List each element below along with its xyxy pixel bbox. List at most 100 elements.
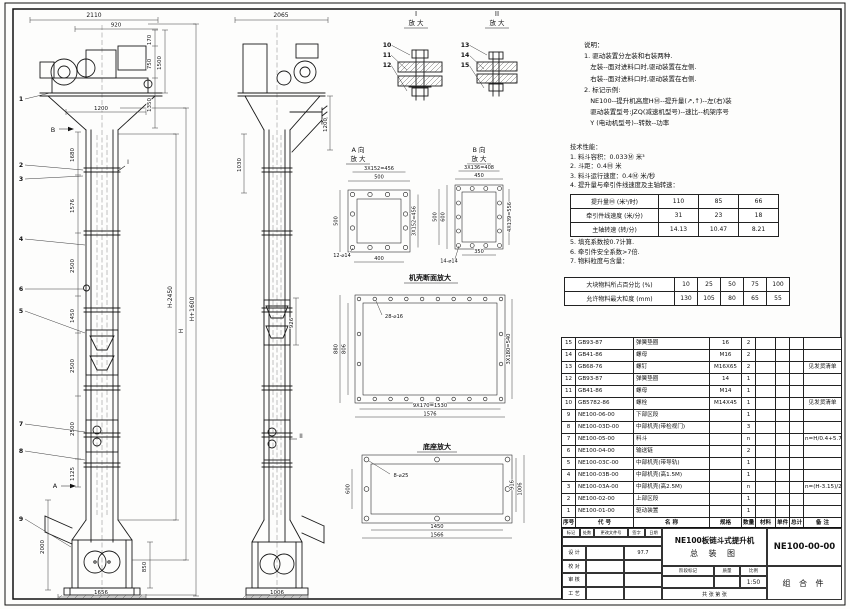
- bolt-hole: [456, 243, 461, 248]
- table-cell: [775, 349, 790, 362]
- bolt-hole: [388, 396, 393, 402]
- hatch-line: [72, 594, 79, 601]
- bolt-hole: [467, 296, 472, 302]
- designer-label: 设 计: [562, 546, 586, 560]
- table-cell: 8: [561, 421, 576, 434]
- hatch-line: [484, 61, 495, 72]
- change-col-date: 日期: [645, 528, 662, 537]
- text-line: 右装--面对进料口时,驱动装置在右侧.: [584, 74, 697, 83]
- balloon-leader: [24, 518, 72, 548]
- table-cell: [709, 469, 742, 482]
- part-class: 组 合 件: [767, 566, 842, 600]
- dimension-label: 926: [289, 317, 295, 328]
- label-underlines: [346, 27, 509, 453]
- table-cell: [789, 361, 804, 374]
- table-cell: [755, 445, 776, 458]
- table-cell: 14.13: [658, 222, 699, 237]
- table-cell: 1: [741, 385, 756, 398]
- hatch-line: [504, 61, 515, 72]
- balloon-number: 3: [19, 176, 23, 183]
- casing-section-linework: [354, 294, 506, 404]
- bolt-hole: [498, 331, 504, 337]
- hatch-line: [128, 594, 135, 601]
- table-cell: 31: [658, 208, 699, 223]
- bolt-hole: [420, 296, 425, 302]
- table-cell: [755, 385, 776, 398]
- dimension-label: 1576: [70, 199, 76, 213]
- hatch-line: [404, 75, 416, 87]
- dimension-label: 2500: [70, 259, 76, 273]
- dimension-label: H: [178, 329, 185, 334]
- dimension-label: 2000: [40, 540, 46, 554]
- table-cell: 螺母: [633, 349, 710, 362]
- table-cell: 见发货清单: [803, 397, 842, 410]
- dimension-label: 1576: [423, 412, 436, 418]
- dimension-label: 3X152=456: [412, 206, 418, 236]
- hatch-line: [509, 75, 518, 84]
- table-cell: [775, 457, 790, 470]
- table-cell: 2: [741, 361, 756, 374]
- hatch-line: [397, 61, 406, 70]
- table-cell: [709, 445, 742, 458]
- detail-b-dimension-lines: [438, 170, 510, 260]
- table-cell: 105: [697, 291, 721, 306]
- table-cell: [775, 433, 790, 446]
- dimension-label: 1680: [70, 148, 76, 162]
- bolt-hole: [469, 243, 475, 248]
- table-cell: [775, 373, 790, 386]
- bolt-hole: [469, 186, 475, 191]
- hatch-line: [397, 75, 401, 79]
- dimension-label: 1125: [70, 467, 76, 481]
- sheet-border-inner: [12, 8, 842, 600]
- dimension-label: 14-⌀14: [440, 259, 458, 265]
- bolt-hole: [372, 396, 377, 402]
- table-cell: 110: [658, 194, 699, 209]
- bolt-hole: [349, 211, 355, 217]
- table-cell: 1: [741, 373, 756, 386]
- table-cell: 中部机壳(带导轨): [633, 457, 710, 470]
- dimension-label: 806: [342, 344, 348, 354]
- bolt-hole: [402, 192, 408, 198]
- designer-signature: [586, 546, 624, 560]
- balloon-leader: [24, 164, 84, 171]
- bolt-hole: [497, 243, 502, 248]
- bolt-hole: [367, 245, 373, 251]
- table-cell: NE100-03D-00: [575, 421, 634, 434]
- bolt-hole: [434, 515, 440, 522]
- hatch-line: [399, 75, 411, 87]
- table-cell: [803, 493, 842, 506]
- table-cell: [755, 505, 776, 518]
- dimension-label: 1566: [430, 533, 443, 539]
- table-cell: 4: [561, 469, 576, 482]
- bolt-hole: [349, 225, 355, 231]
- bolt-hole: [497, 200, 502, 206]
- table-cell: 1: [741, 457, 756, 470]
- table-cell: 驱动装置: [633, 505, 710, 518]
- text-line: 2. 斗距：0.4Ⓜ 米: [570, 163, 622, 171]
- bolt-hole: [504, 515, 511, 522]
- bolt-hole: [420, 396, 425, 402]
- stage-mark-label: 阶段标记: [662, 566, 714, 576]
- bolt-hole: [497, 186, 502, 191]
- balloon-leader: [390, 54, 408, 71]
- change-col-mark: 标记: [562, 528, 580, 537]
- detail-i-magnify-label: 放 大: [408, 18, 424, 27]
- bolt-hole: [356, 296, 362, 302]
- front-view-linework: [39, 45, 163, 596]
- table-cell: 中部机壳(带检视门): [633, 421, 710, 434]
- bolt-hole: [498, 296, 504, 302]
- hatch-line: [479, 73, 490, 84]
- table-cell: 25: [697, 277, 721, 292]
- table-cell: 螺钉: [633, 361, 710, 374]
- bolt-hole: [451, 396, 456, 402]
- dimension-label: 4X139=556: [507, 202, 513, 232]
- table-cell: 10.47: [698, 222, 739, 237]
- detail-i-label: I: [415, 10, 417, 18]
- dimension-label: 3X152=456: [364, 166, 394, 172]
- hatch-line: [104, 594, 111, 601]
